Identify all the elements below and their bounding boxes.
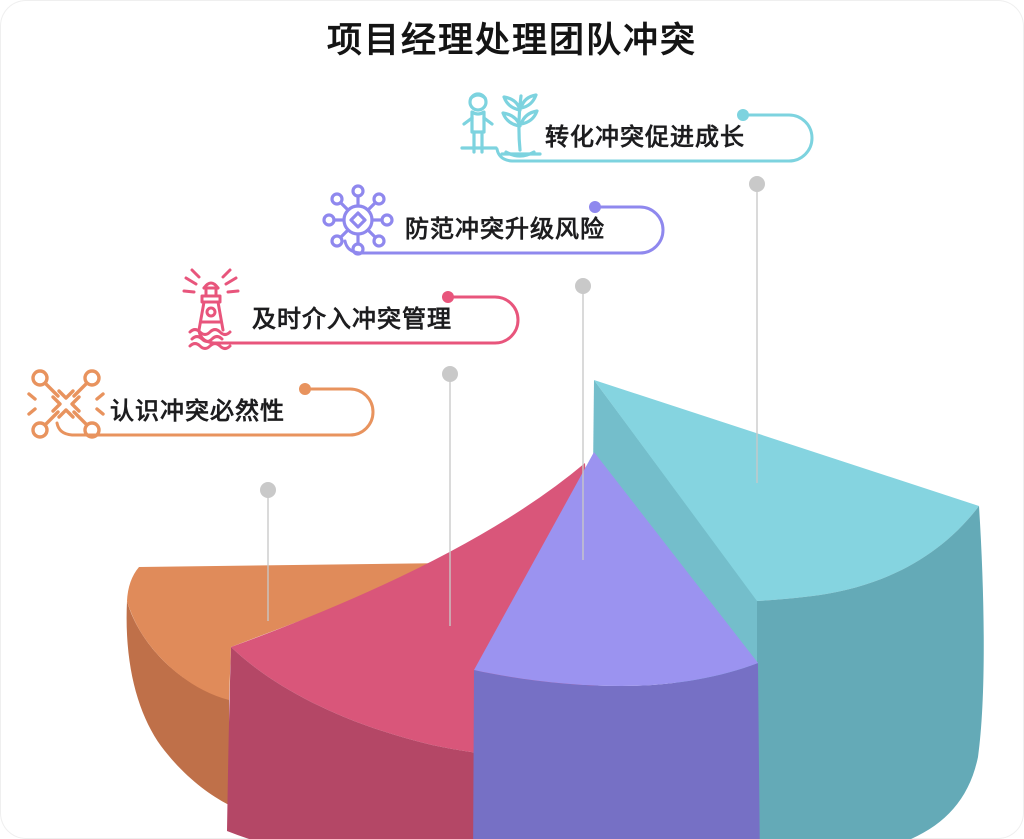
pie-slice-side-inevitable (126, 601, 229, 805)
callout-label-inevitable: 认识冲突必然性 (110, 398, 285, 425)
crossed-arrows-icon (27, 369, 105, 439)
leader-dot-growth (749, 176, 765, 192)
pie-slice-side-risk (473, 663, 760, 839)
pie-chart (126, 380, 984, 839)
callout-border-growth (495, 113, 814, 163)
leader-dot-intervene (442, 366, 458, 382)
lighthouse-icon (182, 268, 240, 350)
callout-border-inevitable (55, 387, 375, 437)
leader-dots (260, 176, 765, 498)
leader-dot-risk (575, 278, 591, 294)
callout-dot-risk (589, 201, 601, 213)
hub-network-icon (322, 184, 394, 256)
callout-label-growth: 转化冲突促进成长 (545, 124, 745, 151)
callout-borders (55, 113, 814, 437)
callout-border-risk (343, 205, 665, 255)
callout-dot-growth (737, 109, 749, 121)
callout-dot-inevitable (299, 383, 311, 395)
person-plant-growth-icon (460, 92, 542, 158)
callout-dot-intervene (442, 291, 454, 303)
pie-slice-side-growth (757, 506, 984, 839)
pie-slice-top-risk (474, 452, 758, 686)
callout-label-risk: 防范冲突升级风险 (405, 216, 605, 243)
pie-slice-top-growth (594, 380, 979, 601)
leader-lines (267, 191, 758, 626)
page-title: 项目经理处理团队冲突 (326, 21, 698, 60)
pie-slice-top-inevitable (127, 563, 452, 700)
callout-label-intervene: 及时介入冲突管理 (252, 306, 452, 333)
leader-dot-inevitable (260, 482, 276, 498)
callout-border-start-dots (299, 109, 749, 395)
